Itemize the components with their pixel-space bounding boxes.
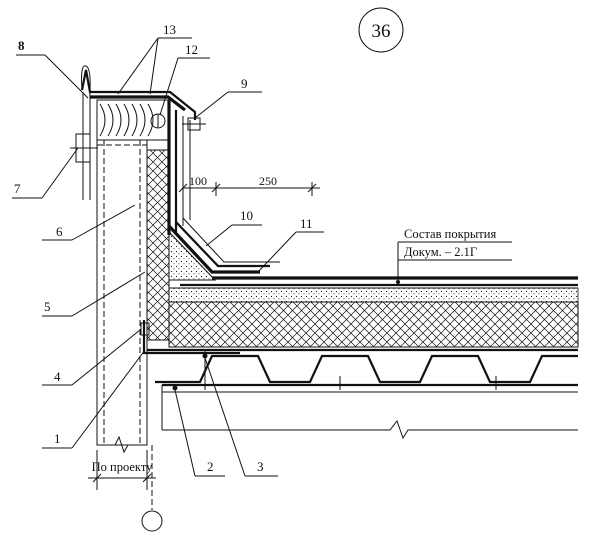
callout-5: 5 bbox=[42, 271, 146, 317]
dimension-right-value: 250 bbox=[259, 174, 277, 188]
parapet-coping bbox=[70, 65, 206, 200]
screed-layer bbox=[168, 287, 579, 303]
roof-composition-note: Состав покрытия Докум. – 2.1Г bbox=[396, 227, 512, 284]
dimension-wall-width-label: По проекту bbox=[92, 460, 153, 474]
callout-13: 13 bbox=[117, 22, 192, 95]
callout-5-label: 5 bbox=[44, 299, 51, 314]
cant-strip bbox=[168, 230, 217, 281]
callout-10-label: 10 bbox=[240, 208, 253, 223]
vertical-membrane bbox=[167, 100, 191, 235]
callout-1: 1 bbox=[42, 349, 146, 449]
dimension-wall-width: По проекту bbox=[88, 450, 156, 490]
sheet-number: 36 bbox=[372, 21, 391, 42]
callout-7-label: 7 bbox=[14, 181, 21, 196]
callout-13-label: 13 bbox=[163, 22, 176, 37]
callout-6: 6 bbox=[42, 204, 136, 241]
axis-marker bbox=[141, 445, 163, 532]
callout-11-label: 11 bbox=[300, 216, 313, 231]
dimension-100-250: 100 250 bbox=[178, 174, 320, 196]
dimension-left-value: 100 bbox=[189, 174, 207, 188]
callout-4: 4 bbox=[42, 329, 141, 386]
callout-10: 10 bbox=[205, 208, 262, 247]
supporting-beam bbox=[161, 383, 578, 440]
callout-9: 9 bbox=[194, 76, 262, 119]
fillet-membrane bbox=[167, 217, 280, 274]
profiled-deck bbox=[155, 354, 578, 384]
wall-insulation bbox=[146, 149, 170, 341]
sheet-number-marker: 36 bbox=[358, 7, 404, 53]
callout-4-label: 4 bbox=[54, 369, 61, 384]
note-line-2: Докум. – 2.1Г bbox=[404, 245, 477, 259]
deck-fasteners bbox=[202, 350, 497, 390]
callout-12: 12 bbox=[159, 42, 210, 116]
roof-membrane bbox=[169, 276, 578, 289]
callout-3-label: 3 bbox=[257, 459, 264, 474]
callout-12-label: 12 bbox=[185, 42, 198, 57]
roof-insulation bbox=[168, 301, 579, 348]
callout-2: 2 bbox=[174, 389, 225, 477]
callout-11: 11 bbox=[257, 216, 324, 273]
callout-8: 8 bbox=[16, 38, 89, 99]
callout-7: 7 bbox=[12, 147, 79, 199]
callout-8-label: 8 bbox=[18, 38, 25, 53]
steel-angle bbox=[142, 320, 240, 355]
callout-3: 3 bbox=[204, 357, 278, 477]
callout-9-label: 9 bbox=[241, 76, 248, 91]
note-line-1: Состав покрытия bbox=[404, 227, 496, 241]
callout-2-label: 2 bbox=[207, 459, 214, 474]
callout-1-label: 1 bbox=[54, 431, 61, 446]
callout-6-label: 6 bbox=[56, 224, 63, 239]
